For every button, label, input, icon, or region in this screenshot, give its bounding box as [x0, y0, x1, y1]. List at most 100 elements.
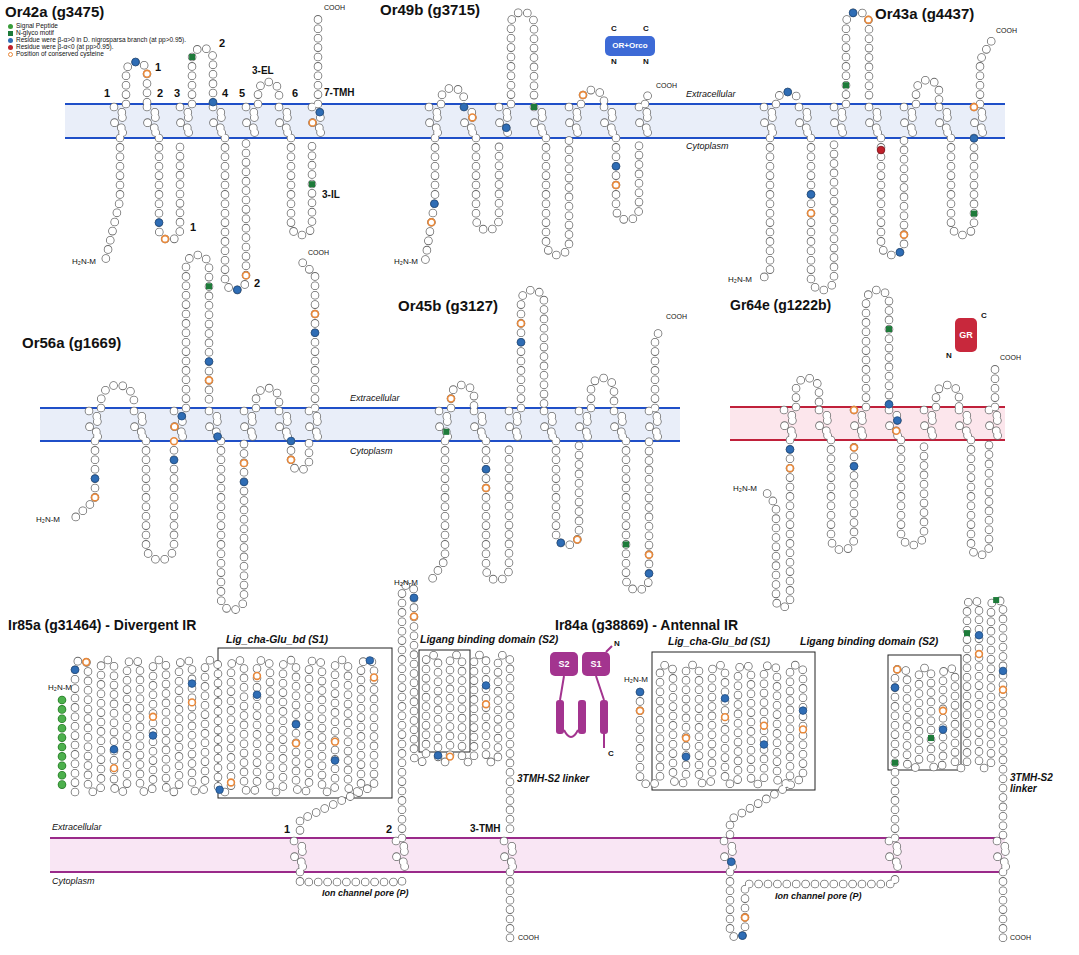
residue-marker: [332, 738, 339, 745]
residue-marker: [739, 932, 747, 940]
residue-chain: [147, 107, 159, 136]
residue-marker: [896, 249, 904, 257]
residue-chain: [974, 107, 986, 136]
legend-item: Signal Peptide: [8, 22, 186, 29]
residue-chain: [992, 368, 999, 407]
residue-chain: [504, 841, 516, 870]
domain-label: 3TMH-S2 linker: [1010, 772, 1072, 794]
residue-chain: [70, 441, 95, 522]
residue-marker: [482, 465, 490, 473]
membrane-side-label: Extracellular: [350, 394, 400, 403]
residue-chain: [402, 585, 510, 838]
residue-chain: [626, 441, 649, 590]
residue-marker: [682, 753, 690, 761]
residue-chain: [75, 660, 374, 838]
residue-chain: [854, 410, 866, 439]
residue-chain: [291, 138, 312, 235]
residue-marker: [144, 70, 151, 77]
residue-marker: [893, 427, 900, 434]
residue-chain: [614, 411, 626, 440]
domain-label: Lig_cha-Glu_bd (S1): [668, 636, 770, 647]
residue-marker: [722, 714, 729, 721]
residue-chain: [854, 410, 866, 439]
residue-chain: [889, 410, 901, 439]
residue-marker: [448, 395, 455, 402]
residue-chain: [180, 107, 192, 136]
domain-brackets: [218, 648, 961, 798]
residue-chain: [256, 388, 279, 408]
residue-chain: [300, 872, 402, 882]
residue-chain: [441, 88, 464, 104]
residue-marks: [71, 9, 1007, 939]
residue-marker: [91, 475, 99, 483]
residue-chain: [75, 660, 374, 838]
residue-chain: [799, 107, 811, 136]
residue-marker: [557, 539, 565, 547]
residue-chain: [521, 290, 544, 408]
residue-chain: [507, 872, 514, 940]
residue-marker: [434, 752, 442, 760]
residue-chain: [796, 378, 819, 407]
icon-text: S1: [590, 660, 601, 669]
residue-chain: [314, 14, 323, 104]
residue-chain: [209, 411, 221, 440]
loop-number: 1: [155, 62, 161, 73]
residue-marker: [637, 707, 644, 714]
residue-chain: [546, 138, 569, 255]
residue-marker: [999, 667, 1007, 675]
residue-marker: [901, 231, 908, 238]
residue-chain: [819, 410, 831, 439]
membrane-side-label: Cytoplasm: [350, 447, 393, 456]
residue-chain: [639, 107, 651, 136]
residue-marker: [742, 914, 749, 921]
residue-marker: [865, 16, 872, 23]
residue-chain: [936, 385, 959, 407]
residue-marker: [612, 162, 620, 170]
legend-item: N-glyco motif: [8, 29, 186, 36]
residue-chain: [499, 107, 511, 136]
residue-marker: [233, 286, 241, 294]
residue-marker: [849, 9, 857, 17]
residue-chain: [521, 290, 544, 408]
residue-chain: [105, 138, 120, 262]
residue-marker: [851, 444, 858, 451]
residue-marker: [580, 92, 587, 99]
panel-title: Ir84a (g38869) - Antennal IR: [555, 618, 738, 632]
residue-marker: [518, 320, 525, 327]
helix-number: 7-TMH: [324, 88, 355, 98]
residue-marker: [206, 283, 212, 289]
residue-marker: [316, 108, 324, 116]
residue-marker: [288, 456, 295, 463]
icon-label: N: [614, 640, 620, 648]
residue-chain: [544, 411, 556, 440]
residue-chain: [70, 441, 95, 522]
residue-chain: [939, 107, 951, 136]
residue-marker: [292, 721, 300, 729]
residue-chain: [591, 378, 614, 408]
residue-chain: [997, 841, 1009, 870]
residue-chain: [834, 107, 846, 136]
helix-number: 3-TMH: [470, 824, 501, 834]
residue-chain: [534, 107, 546, 136]
receptor-icon: GR: [955, 318, 977, 352]
residue-chain: [258, 82, 279, 104]
residue-marker: [189, 54, 195, 60]
residue-marker: [240, 478, 248, 486]
helix-number: 1: [284, 824, 290, 835]
residue-chain: [511, 12, 534, 104]
residue-marker: [110, 746, 118, 754]
residue-chain: [936, 385, 959, 407]
domain-icon-box: S1: [582, 652, 610, 676]
residue-chain: [614, 411, 626, 440]
residue-chain: [279, 107, 291, 136]
residue-marker: [228, 779, 235, 786]
residue-chain: [980, 40, 992, 104]
residue-marker: [807, 191, 815, 199]
residue-chain: [509, 411, 521, 440]
residue-chain: [291, 138, 312, 235]
loop-number: 2: [254, 278, 260, 289]
residue-chain: [579, 411, 591, 440]
residue-marker: [132, 58, 140, 66]
residue-chain: [192, 48, 213, 104]
